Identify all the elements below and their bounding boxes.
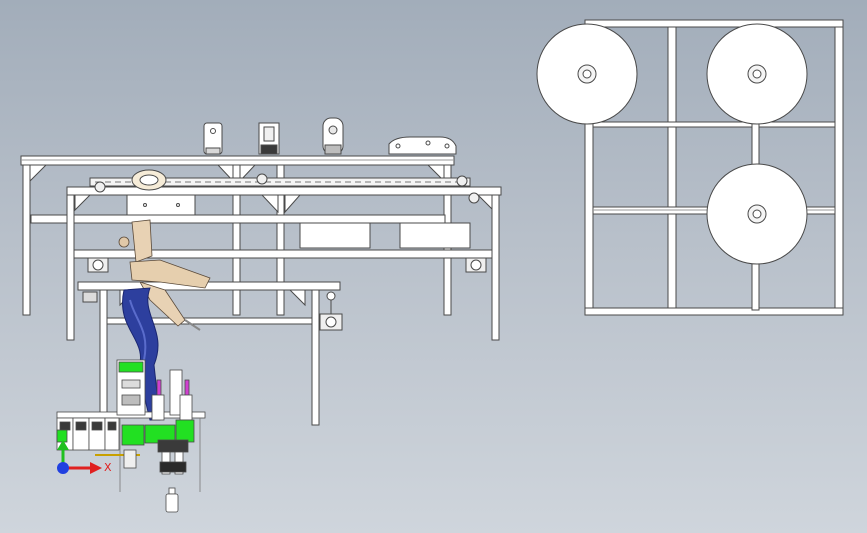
table-plate (30, 214, 446, 224)
material-rolls[interactable] (536, 23, 808, 265)
gusset (29, 164, 48, 183)
top-bracket-1 (203, 122, 223, 155)
stand-post-mid (667, 21, 677, 315)
material-roll-icon[interactable] (706, 23, 808, 125)
gusset (239, 164, 257, 183)
material-roll-icon[interactable] (536, 23, 638, 125)
cover-panel (299, 222, 371, 249)
gusset (426, 164, 445, 183)
gusset (284, 194, 302, 214)
lower-roller-right (465, 257, 487, 273)
stand-post-right (834, 21, 844, 315)
arm-forearm (129, 259, 211, 289)
rail-roller (94, 181, 106, 193)
post-mid-1 (232, 164, 241, 316)
highlight-block (175, 419, 195, 443)
highlight-block (121, 424, 145, 446)
gusset (260, 194, 279, 214)
main-machine-frame[interactable] (20, 117, 502, 426)
rail-roller (256, 173, 268, 185)
top-bracket-2 (258, 122, 280, 155)
lower-motor (319, 291, 343, 331)
lower-beam (73, 249, 493, 259)
x-axis-label: X (104, 461, 112, 474)
rail-roller (456, 175, 468, 187)
arm-upper (131, 219, 153, 263)
gripper-unit (157, 439, 189, 475)
post-mid-2 (276, 164, 285, 316)
post-inner-left (66, 194, 75, 341)
robot-arm[interactable] (118, 219, 211, 331)
gusset (74, 194, 92, 212)
post-left-outer (22, 164, 31, 316)
arm-joint (118, 236, 130, 248)
control-box (126, 194, 196, 216)
gusset (476, 194, 494, 212)
triad-origin-icon (57, 462, 69, 474)
coordinate-triad: X (57, 440, 112, 474)
bracket (82, 291, 98, 303)
stand-top-beam (584, 19, 844, 28)
highlight-block (56, 429, 68, 443)
lower-post (311, 289, 320, 426)
gusset (288, 289, 306, 307)
stand-shelf (592, 121, 836, 128)
stand-bottom-beam (584, 307, 844, 316)
lower-table (77, 281, 341, 291)
rail-roller (468, 192, 480, 204)
lower-assembly[interactable] (56, 359, 206, 513)
second-beam (66, 186, 502, 196)
stand-short-post (751, 261, 760, 311)
material-roll-icon[interactable] (706, 163, 808, 265)
top-bracket-3 (322, 117, 344, 155)
gusset (216, 164, 234, 183)
top-plate (388, 136, 457, 155)
cover-panel (399, 222, 471, 249)
lower-tie-bar (106, 317, 313, 325)
lower-roller-left (87, 257, 109, 273)
lower-post (99, 289, 108, 421)
nozzle-bottle (165, 487, 179, 513)
post-inner-right (491, 194, 500, 341)
